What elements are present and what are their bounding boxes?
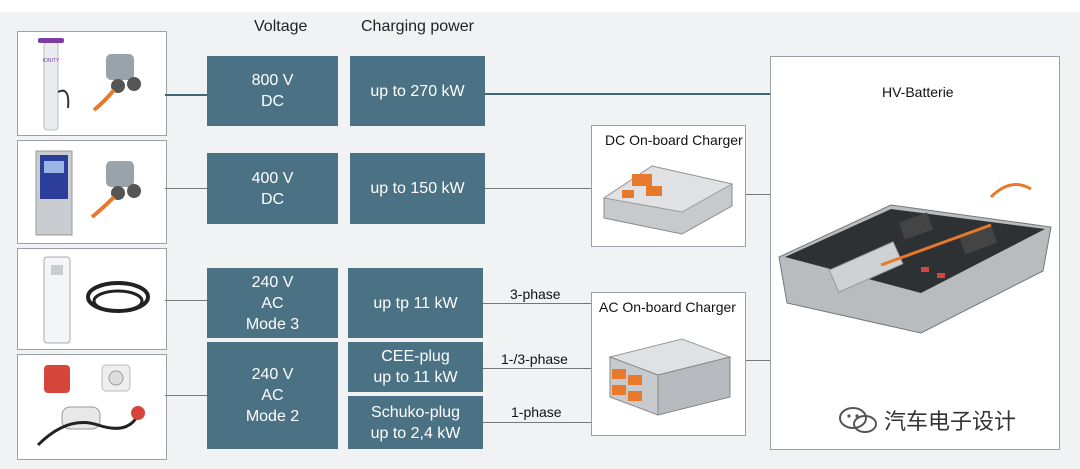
power-schuko-plug: Schuko-plug up to 2,4 kW [348,396,483,449]
dc-charging-station-image [17,140,167,244]
header-voltage: Voltage [254,18,308,35]
wallbox-image [17,248,167,350]
hv-battery-title: HV-Batterie [882,84,954,100]
label-3-phase: 3-phase [510,286,561,302]
hv-battery-card: HV-Batterie [770,56,1060,450]
dc-onboard-charger-title: DC On-board Charger [605,132,743,148]
power-cee-plug: CEE-plug up to 11 kW [348,342,483,392]
line-dc-charger-battery [744,194,770,195]
ionity-hpc-station-image: IONITY [17,31,167,136]
voltage-400v-dc: 400 V DC [207,153,338,224]
voltage-240v-ac-mode2: 240 V AC Mode 2 [207,342,338,449]
portable-charger-image [17,354,167,460]
header-charging-power: Charging power [361,18,474,35]
line-1-3phase [483,368,591,369]
ac-onboard-charger-card: AC On-board Charger [591,292,746,436]
dc-charger-illustration [602,165,734,235]
wechat-icon [839,407,877,433]
top-band [0,0,1080,12]
line-row2-left [165,188,207,189]
ac-charger-illustration [608,338,732,416]
line-row3-left [165,300,207,301]
voltage-240v-ac-mode3: 240 V AC Mode 3 [207,268,338,338]
power-11kw: up tp 11 kW [348,268,483,338]
hv-battery-illustration [778,183,1052,334]
label-1-3-phase: 1-/3-phase [501,351,568,367]
ac-onboard-charger-title: AC On-board Charger [599,299,736,315]
line-3phase [483,303,591,304]
line-ac-charger-battery [744,360,770,361]
watermark-text: 汽车电子设计 [884,409,1017,434]
line-270kw-battery [485,93,770,95]
label-1-phase: 1-phase [511,404,562,420]
ionity-logo: IONITY [43,58,60,64]
line-row1-left [165,94,207,96]
wechat-watermark: 汽车电子设计 [838,404,1016,436]
line-1phase [483,422,591,423]
dc-onboard-charger-card: DC On-board Charger [591,125,746,247]
voltage-800v-dc: 800 V DC [207,56,338,126]
line-150kw-dc-charger [485,188,591,189]
power-270kw: up to 270 kW [350,56,485,126]
power-150kw: up to 150 kW [350,153,485,224]
line-row4-left [165,395,207,396]
